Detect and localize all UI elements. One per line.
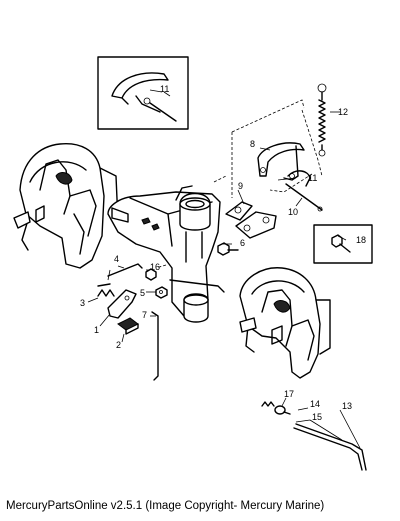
callout-8: 8 bbox=[250, 139, 255, 149]
tilt-rod-part-15 bbox=[293, 423, 367, 471]
lever-part-1 bbox=[107, 289, 137, 319]
bolt-part-6 bbox=[217, 242, 239, 256]
callout-17: 16 bbox=[150, 262, 160, 272]
rod-part-7 bbox=[151, 311, 159, 381]
callout-13: 13 bbox=[342, 401, 352, 411]
callout-labels: 11 12 8 11 9 10 18 6 4 16 5 3 7 1 2 17 1… bbox=[80, 84, 366, 422]
callout-9: 9 bbox=[238, 181, 243, 191]
spring-part-3 bbox=[97, 283, 115, 297]
callout-5: 5 bbox=[140, 288, 145, 298]
callout-16: 17 bbox=[284, 389, 294, 399]
callout-11: 11 bbox=[308, 173, 317, 183]
callout-4: 4 bbox=[114, 254, 119, 264]
callout-1: 1 bbox=[94, 325, 99, 335]
callout-3: 3 bbox=[80, 298, 85, 308]
callout-12: 12 bbox=[338, 107, 348, 117]
callout-leaders bbox=[87, 91, 361, 449]
copyright-caption: MercuryPartsOnline v2.5.1 (Image Copyrig… bbox=[6, 500, 325, 512]
callout-15: 15 bbox=[312, 412, 322, 422]
callout-14: 14 bbox=[310, 399, 320, 409]
callout-2: 2 bbox=[116, 340, 121, 350]
knob-part-16 bbox=[261, 401, 291, 415]
pad-part-2 bbox=[117, 317, 139, 335]
rod-part-4 bbox=[107, 263, 143, 277]
inset-box-bracket bbox=[97, 56, 189, 130]
right-clamp-bracket bbox=[239, 267, 331, 379]
spring-part bbox=[317, 83, 327, 157]
left-clamp-bracket bbox=[13, 143, 119, 269]
callout-7: 7 bbox=[142, 310, 147, 320]
callout-18: 18 bbox=[356, 235, 366, 245]
swivel-bracket bbox=[107, 185, 225, 323]
plate-part-9 bbox=[225, 201, 277, 239]
nut-part-5 bbox=[155, 286, 168, 299]
dashed-leaders bbox=[155, 99, 323, 269]
callout-6: 6 bbox=[240, 238, 245, 248]
callout-10: 10 bbox=[288, 207, 298, 217]
inset-box-part-18 bbox=[313, 224, 373, 264]
pin-head bbox=[317, 206, 323, 212]
callout-11-inset: 11 bbox=[160, 84, 169, 94]
pin-part-10 bbox=[285, 183, 323, 211]
bolt-part-17 bbox=[145, 268, 157, 281]
parts-diagram: 11 12 8 11 9 10 18 6 4 16 5 3 7 1 2 17 1… bbox=[13, 56, 373, 471]
rod-part-4-end bbox=[107, 269, 111, 281]
